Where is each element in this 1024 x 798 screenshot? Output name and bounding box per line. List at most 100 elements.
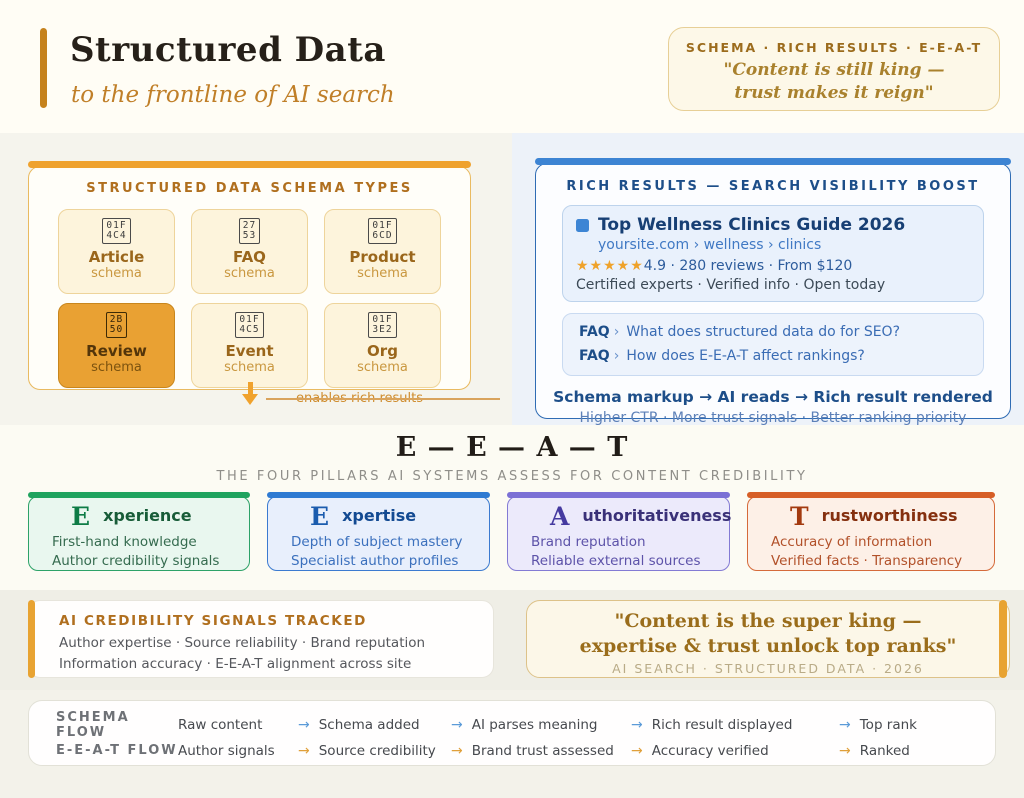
pillar-letter: E	[310, 502, 330, 531]
flow-step: →Accuracy verified	[631, 742, 769, 759]
bottom-quote-caption: AI SEARCH · STRUCTURED DATA · 2026	[612, 661, 924, 676]
schema-card-title: STRUCTURED DATA SCHEMA TYPES	[86, 181, 413, 196]
pillar-letter: A	[550, 502, 570, 531]
right-arrow-icon: →	[631, 742, 643, 759]
right-arrow-icon: →	[298, 717, 310, 733]
flow-step: →Source credibility	[298, 742, 436, 759]
page-title: Structured Data	[70, 30, 386, 70]
signals-title: AI CREDIBILITY SIGNALS TRACKED	[59, 613, 367, 629]
right-arrow-icon: →	[451, 717, 463, 733]
tile-sub: schema	[91, 266, 142, 281]
flow-step: Raw content	[178, 717, 263, 733]
connector-line	[266, 398, 500, 400]
flow-table-card: SCHEMA FLOW Raw content →Schema added →A…	[28, 700, 996, 766]
pillar-topbar	[28, 492, 250, 498]
pillar-word: xpertise	[342, 506, 417, 525]
pillar-line: Accuracy of information	[771, 534, 933, 550]
pillar-line: Verified facts · Transparency	[771, 553, 963, 569]
eeat-subtitle: THE FOUR PILLARS AI SYSTEMS ASSESS FOR C…	[216, 469, 808, 484]
blue-square-favicon-icon	[576, 218, 589, 232]
search-result-preview: Top Wellness Clinics Guide 2026 yoursite…	[562, 205, 984, 302]
bottom-quote-accent-bar	[999, 600, 1007, 678]
faq-preview-box: FAQ›What does structured data do for SEO…	[562, 313, 984, 376]
flow-step: →Brand trust assessed	[451, 742, 614, 759]
flow-row-label: E-E-A-T FLOW	[56, 743, 178, 758]
right-arrow-icon: →	[298, 742, 310, 759]
signals-accent-bar	[28, 600, 35, 678]
pillar-word: xperience	[103, 506, 192, 525]
tile-sub: schema	[224, 360, 275, 375]
title-accent-bar	[40, 28, 47, 108]
pillar-topbar	[267, 492, 490, 498]
flow-step: →Ranked	[839, 742, 910, 759]
bottom-quote-card: "Content is the super king — expertise &…	[526, 600, 1010, 678]
tile-name: Review	[86, 342, 147, 360]
flow-row-label: SCHEMA FLOW	[56, 710, 130, 740]
result-breadcrumb: yoursite.com › wellness › clinics	[598, 237, 822, 253]
schema-flow-benefits: Higher CTR · More trust signals · Better…	[579, 410, 967, 426]
pillar-topbar	[507, 492, 730, 498]
tile-sub: schema	[357, 360, 408, 375]
page-subtitle: to the frontline of AI search	[71, 82, 395, 108]
tile-sub: schema	[357, 266, 408, 281]
faq-row: FAQ›What does structured data do for SEO…	[579, 320, 967, 344]
signals-line: Information accuracy · E-E-A-T alignment…	[59, 656, 412, 672]
bottom-quote-line1: "Content is the super king —	[614, 610, 922, 632]
rating-text: 4.9 · 280 reviews · From $120	[643, 258, 853, 274]
pillar-word: rustworthiness	[821, 506, 958, 525]
bottom-quote-line2: expertise & trust unlock top ranks"	[579, 635, 957, 657]
result-title: Top Wellness Clinics Guide 2026	[598, 215, 906, 235]
signals-line: Author expertise · Source reliability · …	[59, 635, 426, 651]
right-arrow-icon: →	[631, 717, 643, 733]
ai-credibility-signals-card: AI CREDIBILITY SIGNALS TRACKED Author ex…	[28, 600, 494, 678]
tile-name: FAQ	[233, 248, 266, 266]
right-arrow-icon: →	[451, 742, 463, 759]
tile-name: Product	[349, 248, 416, 266]
right-arrow-icon: →	[839, 717, 851, 733]
schema-flow-summary: Schema markup → AI reads → Rich result r…	[553, 388, 993, 406]
pillar-line: Author credibility signals	[52, 553, 220, 569]
schema-flow-row: SCHEMA FLOW Raw content →Schema added →A…	[29, 710, 995, 740]
faq-row: FAQ›How does E-E-A-T affect rankings?	[579, 344, 967, 368]
pillar-line: Reliable external sources	[531, 553, 701, 569]
result-rating-line: ★★★★★4.9 · 280 reviews · From $120	[576, 258, 970, 274]
faq-question: What does structured data do for SEO?	[626, 324, 900, 340]
result-meta: Certified experts · Verified info · Open…	[576, 277, 886, 293]
top-quote-line1: "Content is still king —	[723, 60, 945, 80]
pillar-line: Brand reputation	[531, 534, 646, 550]
chevron-right-icon: ›	[613, 348, 620, 364]
flow-step: →Rich result displayed	[631, 717, 793, 733]
flow-step: →Schema added	[298, 717, 420, 733]
top-quote-card: SCHEMA · RICH RESULTS · E-E-A-T "Content…	[668, 27, 1000, 111]
pillar-line: Depth of subject mastery	[291, 534, 463, 550]
star-rating-icon: ★★★★★	[576, 258, 644, 274]
eeat-title: E — E — A — T	[395, 432, 629, 463]
rich-card-topbar	[535, 158, 1011, 165]
schema-card-topbar	[28, 161, 471, 168]
flow-step: →Top rank	[839, 717, 918, 733]
rich-card-title: RICH RESULTS — SEARCH VISIBILITY BOOST	[566, 179, 980, 194]
tile-sub: schema	[91, 360, 142, 375]
tile-name: Event	[225, 342, 274, 360]
pillar-letter: E	[71, 502, 91, 531]
faq-question: How does E-E-A-T affect rankings?	[626, 348, 865, 364]
pillar-line: First-hand knowledge	[52, 534, 197, 550]
flow-step: Author signals	[178, 742, 275, 759]
tile-sub: schema	[224, 266, 275, 281]
tile-name: Article	[88, 248, 145, 266]
